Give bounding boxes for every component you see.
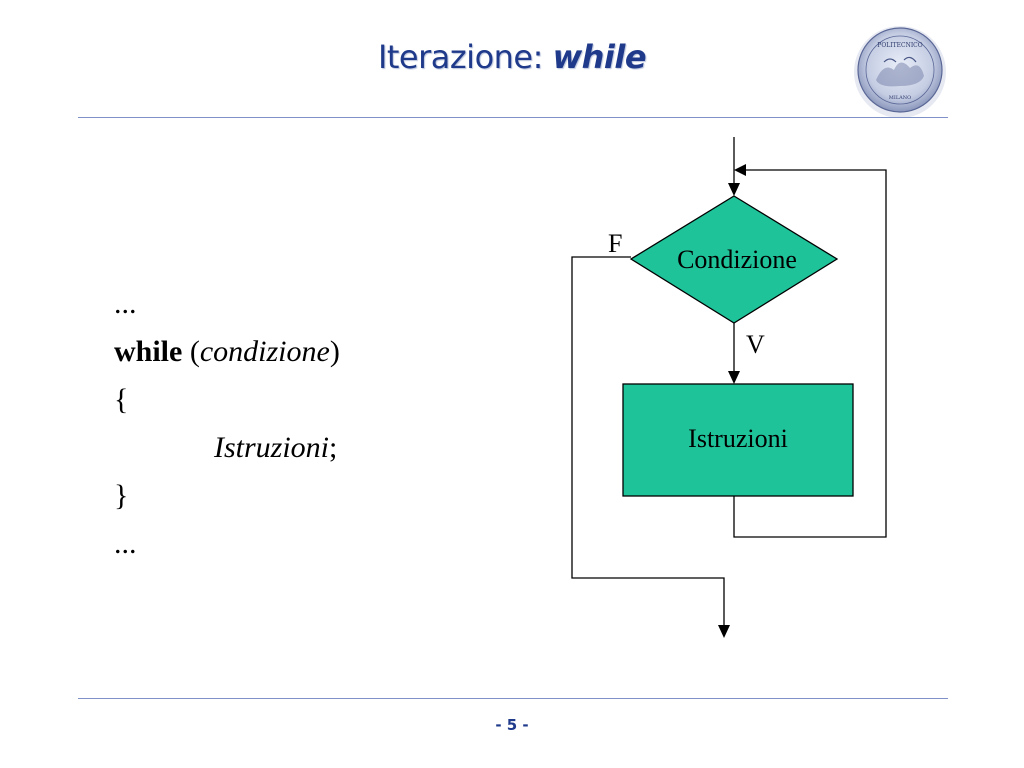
code-line-close-brace: } xyxy=(114,479,129,512)
condition-diamond xyxy=(629,195,839,324)
false-branch-line xyxy=(571,256,725,626)
exit-arrowhead xyxy=(718,625,730,638)
loop-back-line xyxy=(733,169,887,538)
seal-text-bottom: MILANO xyxy=(889,95,912,101)
code-line-statement: Istruzioni; xyxy=(114,424,340,472)
code-line-ellipsis-bottom: ... xyxy=(114,527,137,560)
seal-text-top: POLITECNICO xyxy=(877,42,922,49)
code-statement: Istruzioni xyxy=(214,431,330,464)
false-label: F xyxy=(608,229,622,258)
code-line-open-brace: { xyxy=(114,383,129,416)
code-open-paren: ( xyxy=(182,335,200,368)
code-close-paren: ) xyxy=(329,335,340,368)
slide-title: Iterazione: while xyxy=(0,38,1024,76)
header-divider xyxy=(78,117,948,118)
loop-arrowhead xyxy=(734,164,746,176)
university-seal-logo: POLITECNICO MILANO xyxy=(854,26,946,118)
footer-divider xyxy=(78,698,948,699)
title-prefix: Iterazione: xyxy=(377,38,553,76)
title-keyword: while xyxy=(552,38,647,76)
code-snippet: ... while (condizione) { Istruzioni; } .… xyxy=(114,280,340,568)
entry-arrowhead xyxy=(728,183,740,196)
statements-box xyxy=(622,383,854,497)
true-label: V xyxy=(746,330,765,359)
code-semicolon: ; xyxy=(329,431,338,464)
code-condition: condizione xyxy=(199,335,330,368)
true-arrowhead xyxy=(728,371,740,384)
page-number: - 5 - xyxy=(495,716,529,734)
code-line-while: while (condizione) xyxy=(114,328,340,376)
statements-label: Istruzioni xyxy=(688,424,788,453)
code-line-ellipsis-top: ... xyxy=(114,287,137,320)
condition-label: Condizione xyxy=(677,245,797,274)
code-while-keyword: while xyxy=(114,335,183,368)
